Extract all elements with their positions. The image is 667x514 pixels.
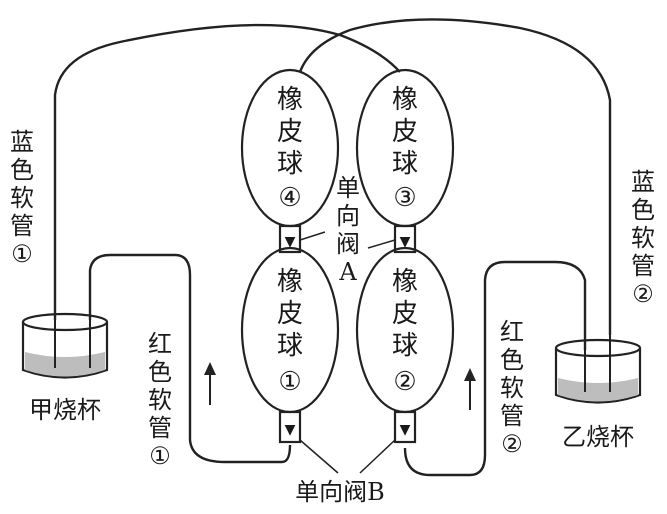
svg-text:管: 管 bbox=[631, 252, 655, 280]
valve-a-left-arrow-icon: ▼ bbox=[285, 234, 296, 250]
svg-text:②: ② bbox=[393, 367, 416, 397]
valve-a-right-arrow-icon: ▼ bbox=[400, 234, 411, 250]
svg-text:蓝: 蓝 bbox=[631, 168, 655, 196]
svg-text:蓝: 蓝 bbox=[10, 128, 34, 156]
beaker-jia bbox=[21, 310, 109, 379]
svg-text:色: 色 bbox=[631, 196, 655, 224]
svg-text:管: 管 bbox=[10, 212, 34, 240]
valve-a-pointer-right bbox=[367, 239, 396, 249]
valve-a-pointer-left bbox=[299, 231, 326, 241]
svg-text:管: 管 bbox=[500, 402, 524, 430]
svg-text:红: 红 bbox=[148, 330, 172, 358]
ball-4-label: 橡 皮 球 ④ bbox=[277, 85, 303, 213]
beaker-yi-label: 乙烧杯 bbox=[562, 423, 634, 451]
svg-text:皮: 皮 bbox=[277, 299, 303, 329]
svg-text:橡: 橡 bbox=[392, 267, 418, 297]
ball-2-label: 橡 皮 球 ② bbox=[392, 267, 418, 397]
svg-text:球: 球 bbox=[277, 149, 303, 179]
svg-text:向: 向 bbox=[336, 202, 360, 230]
beaker-jia-label: 甲烧杯 bbox=[29, 396, 101, 424]
valve-a-right bbox=[393, 224, 417, 254]
svg-text:①: ① bbox=[11, 240, 33, 268]
valve-b-right-arrow-icon: ▼ bbox=[400, 422, 411, 438]
beaker-yi bbox=[554, 335, 642, 404]
svg-text:单: 单 bbox=[336, 174, 360, 202]
red-tube-2-label: 红 色 软 管 ② bbox=[500, 318, 524, 458]
ball-3-label: 橡 皮 球 ③ bbox=[392, 85, 418, 213]
ball-1-label: 橡 皮 球 ① bbox=[277, 267, 303, 397]
svg-text:皮: 皮 bbox=[392, 299, 418, 329]
valve-b-pointer-left bbox=[299, 439, 339, 474]
svg-text:软: 软 bbox=[631, 224, 655, 252]
svg-text:皮: 皮 bbox=[277, 117, 303, 147]
blue-tube-1 bbox=[53, 23, 401, 320]
valve-a-left bbox=[278, 224, 302, 254]
svg-text:③: ③ bbox=[393, 183, 416, 213]
blue-tube-2 bbox=[298, 18, 612, 335]
valve-b-left bbox=[278, 410, 302, 444]
svg-text:管: 管 bbox=[148, 414, 172, 442]
blue-tube-2-label: 蓝 色 软 管 ② bbox=[631, 168, 655, 308]
valve-b-right bbox=[393, 410, 417, 444]
red-tube-1 bbox=[88, 253, 292, 464]
valve-b-left-arrow-icon: ▼ bbox=[285, 422, 296, 438]
blue-tube-1-label: 蓝 色 软 管 ① bbox=[10, 128, 34, 268]
svg-text:橡: 橡 bbox=[277, 85, 303, 115]
svg-text:①: ① bbox=[149, 442, 171, 470]
svg-text:②: ② bbox=[501, 430, 523, 458]
svg-text:色: 色 bbox=[500, 346, 524, 374]
svg-text:阀: 阀 bbox=[336, 230, 360, 258]
svg-text:④: ④ bbox=[278, 183, 301, 213]
flow-arrow-left-icon bbox=[204, 362, 216, 405]
flow-arrow-right-icon bbox=[464, 368, 476, 410]
svg-text:红: 红 bbox=[500, 318, 524, 346]
valve-b-label: 单向阀B bbox=[295, 478, 385, 506]
svg-text:皮: 皮 bbox=[392, 117, 418, 147]
svg-text:橡: 橡 bbox=[392, 85, 418, 115]
svg-text:橡: 橡 bbox=[277, 267, 303, 297]
valve-a-label: 单 向 阀 A bbox=[336, 174, 360, 286]
svg-text:球: 球 bbox=[277, 331, 303, 361]
red-tube-2 bbox=[403, 260, 587, 477]
svg-text:色: 色 bbox=[10, 156, 34, 184]
svg-text:球: 球 bbox=[392, 149, 418, 179]
svg-text:A: A bbox=[338, 258, 357, 286]
svg-text:色: 色 bbox=[148, 358, 172, 386]
svg-text:软: 软 bbox=[10, 184, 34, 212]
svg-text:①: ① bbox=[278, 367, 301, 397]
svg-text:软: 软 bbox=[148, 386, 172, 414]
svg-text:球: 球 bbox=[392, 331, 418, 361]
svg-text:软: 软 bbox=[500, 374, 524, 402]
svg-text:②: ② bbox=[632, 280, 654, 308]
valve-b-pointer-right bbox=[359, 439, 396, 474]
red-tube-1-label: 红 色 软 管 ① bbox=[148, 330, 172, 470]
